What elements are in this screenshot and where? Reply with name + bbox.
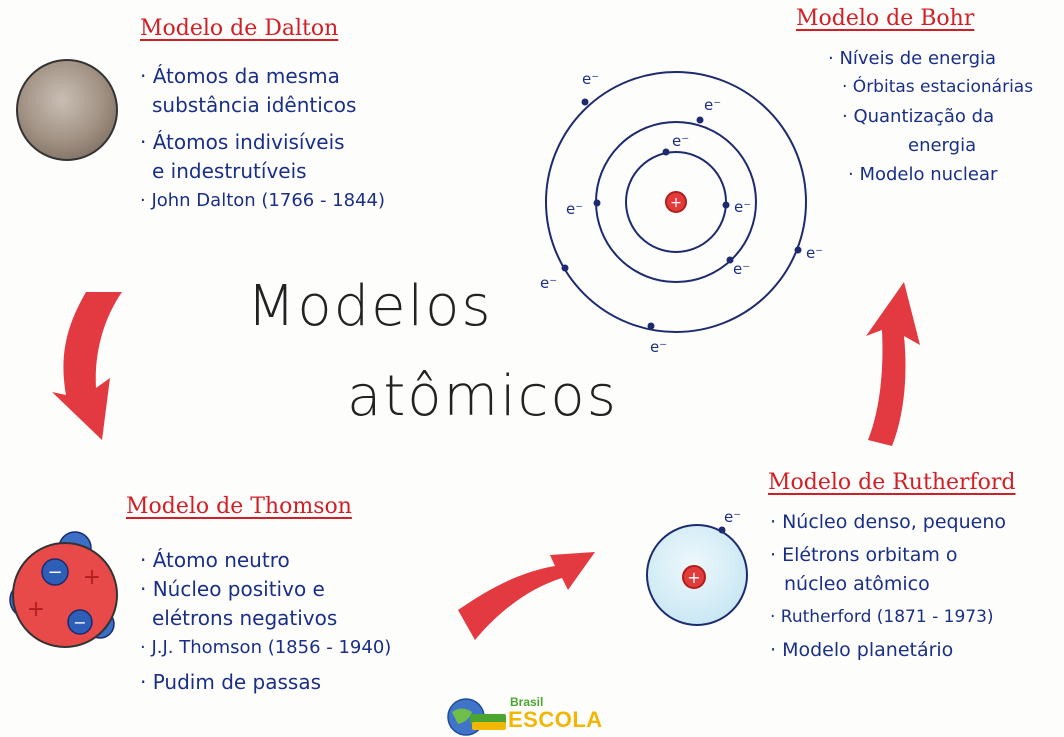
- bohr-item: · Quantização da: [842, 106, 995, 127]
- bohr-electron: [593, 199, 601, 207]
- thomson-item: · Pudim de passas: [140, 670, 322, 694]
- bohr-electron: [662, 148, 670, 156]
- dalton-item: · John Dalton (1766 - 1844): [140, 190, 385, 211]
- bohr-item: · Níveis de energia: [828, 48, 997, 69]
- bohr-electron: [722, 201, 730, 209]
- bohr-electron-label: e⁻: [672, 132, 689, 150]
- rutherford-atom-illustration: [646, 524, 748, 626]
- dalton-item: e indestrutíveis: [152, 159, 307, 183]
- center-title-line1: Modelos: [247, 274, 493, 339]
- bohr-electron-label: e⁻: [704, 96, 721, 114]
- rutherford-title: Modelo de Rutherford: [768, 470, 1016, 495]
- brasil-escola-logo-icon: [447, 698, 506, 736]
- logo-line1: Brasil: [510, 695, 544, 709]
- rutherford-electron: [718, 526, 726, 534]
- bohr-electron-label: e⁻: [566, 200, 583, 218]
- bohr-electron: [647, 322, 655, 330]
- rutherford-electron-label: e⁻: [724, 508, 741, 526]
- dalton-list: · Átomos da mesma substância idênticos ·…: [140, 62, 385, 215]
- bohr-item: energia: [908, 135, 977, 156]
- bohr-electrons: [561, 98, 802, 330]
- bohr-item: · Órbitas estacionárias: [842, 77, 1034, 97]
- rutherford-item: · Elétrons orbitam o: [770, 544, 958, 566]
- bohr-electron: [696, 116, 704, 124]
- thomson-title: Modelo de Thomson: [126, 494, 352, 519]
- bohr-electron-label: e⁻: [582, 70, 599, 88]
- logo-line2: ESCOLA: [508, 707, 603, 732]
- rutherford-item: núcleo atômico: [784, 573, 930, 595]
- dalton-item: · Átomos da mesma: [140, 64, 340, 88]
- bohr-electron-label: e⁻: [540, 274, 557, 292]
- rutherford-list: · Núcleo denso, pequeno · Elétrons orbit…: [770, 508, 1006, 665]
- center-title-line2: atômicos: [347, 364, 618, 429]
- thomson-item: · Núcleo positivo e: [140, 577, 325, 601]
- thomson-list: · Átomo neutro · Núcleo positivo e elétr…: [140, 546, 391, 697]
- bohr-electron: [561, 264, 569, 272]
- bohr-electron: [581, 98, 589, 106]
- bohr-title: Modelo de Bohr: [796, 6, 975, 31]
- rutherford-item: · Modelo planetário: [770, 639, 954, 661]
- dalton-item: substância idênticos: [152, 93, 357, 117]
- thomson-negative-symbol: −: [73, 613, 86, 632]
- thomson-item: · Átomo neutro: [140, 548, 290, 572]
- bohr-nucleus-symbol: +: [670, 195, 682, 211]
- thomson-positive-symbol: +: [27, 597, 45, 622]
- thomson-item: elétrons negativos: [152, 606, 338, 630]
- thomson-atom-illustration: [9, 531, 118, 648]
- rutherford-item: · Núcleo denso, pequeno: [770, 511, 1007, 533]
- bohr-electron: [726, 256, 734, 264]
- bohr-electron: [794, 246, 802, 254]
- bohr-electron-labels: e⁻ e⁻ e⁻ e⁻ e⁻ e⁻ e⁻ e⁻ e⁻: [540, 70, 823, 356]
- arrow-rutherford-to-bohr: [866, 282, 920, 446]
- thomson-negative-symbol: −: [47, 562, 62, 583]
- dalton-title: Modelo de Dalton: [140, 16, 339, 41]
- bohr-nucleus: [665, 191, 687, 213]
- thomson-positive-symbol: +: [83, 565, 101, 590]
- bohr-item: · Modelo nuclear: [848, 164, 998, 185]
- arrow-thomson-to-rutherford: [458, 552, 595, 640]
- rutherford-nucleus-symbol: +: [687, 568, 700, 587]
- rutherford-item: · Rutherford (1871 - 1973): [770, 607, 994, 627]
- bohr-electron-label: e⁻: [734, 198, 751, 216]
- bohr-electron-label: e⁻: [650, 338, 667, 356]
- bohr-electron-label: e⁻: [806, 244, 823, 262]
- thomson-item: · J.J. Thomson (1856 - 1940): [140, 637, 392, 658]
- dalton-item: · Átomos indivisíveis: [140, 130, 345, 154]
- dalton-atom-illustration: [16, 59, 118, 161]
- bohr-electron-label: e⁻: [733, 260, 750, 278]
- bohr-list: · Níveis de energia · Órbitas estacionár…: [828, 44, 1033, 189]
- arrow-dalton-to-thomson: [52, 292, 122, 440]
